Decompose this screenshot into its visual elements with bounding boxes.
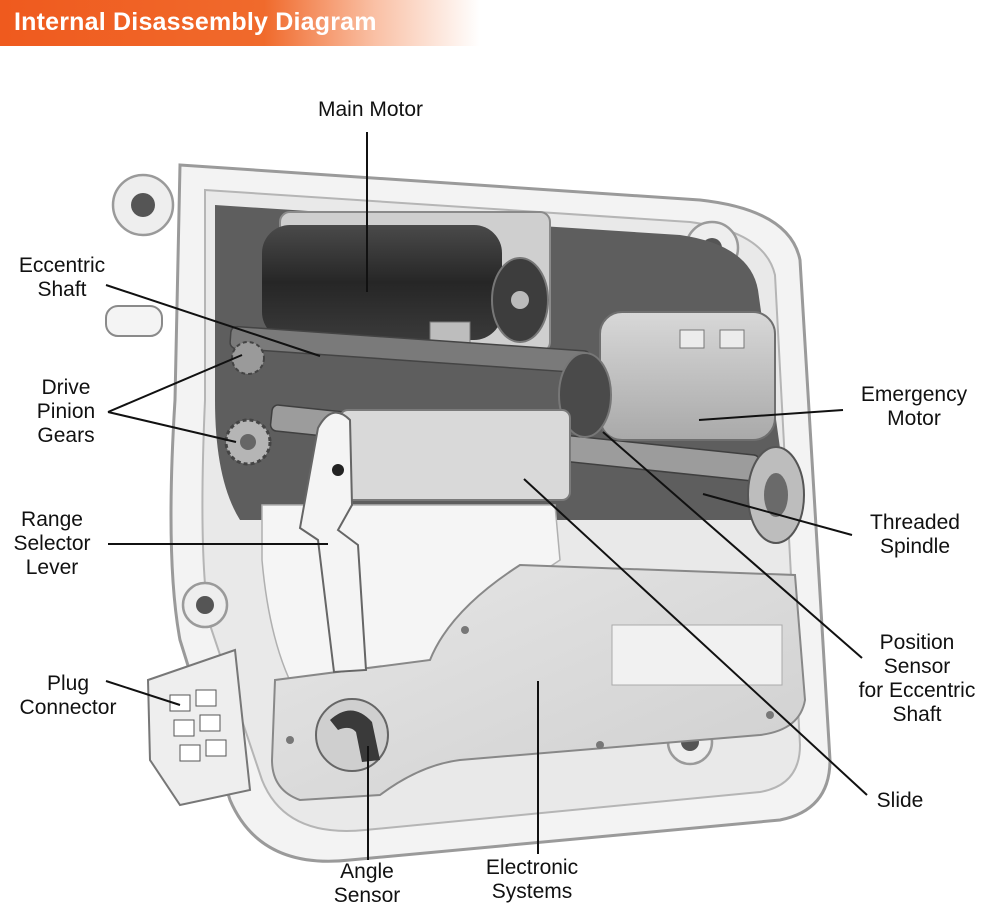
page-title: Internal Disassembly Diagram: [14, 8, 377, 36]
leader-lines: [105, 132, 868, 860]
angle-sensor-part: [315, 698, 389, 772]
label-slide: Slide: [876, 789, 924, 812]
label-position-sensor: Position Sensor for Eccentric Shaft: [858, 631, 976, 726]
emergency-motor-body: [558, 311, 776, 441]
label-plug-connector: Plug Connector: [19, 672, 117, 719]
leader-slide: [523, 478, 868, 796]
label-angle-sensor: Angle Sensor: [333, 860, 401, 907]
pinion-gears: [224, 341, 272, 466]
label-electronic-systems: Electronic Systems: [485, 856, 579, 903]
label-emergency-motor: Emergency Motor: [860, 383, 968, 430]
label-threaded-spindle: Threaded Spindle: [870, 511, 960, 558]
leader-plug: [105, 680, 181, 706]
label-eccentric-shaft: Eccentric Shaft: [18, 254, 106, 301]
main-motor-body: [262, 211, 551, 353]
leader-position-sensor: [602, 431, 863, 659]
label-main-motor: Main Motor: [317, 98, 424, 121]
leader-pinion-lower: [107, 411, 237, 443]
range-selector-lever-part: [298, 411, 368, 674]
leader-eccentric-shaft: [105, 284, 321, 357]
leader-emergency-motor: [698, 409, 844, 421]
leader-spindle: [702, 493, 853, 536]
leader-pinion-upper: [107, 354, 243, 413]
slide-part: [339, 409, 571, 501]
plug-connector-part: [146, 648, 252, 807]
label-drive-pinion-gears: Drive Pinion Gears: [36, 376, 96, 447]
title-banner: Internal Disassembly Diagram: [0, 0, 480, 46]
label-range-selector-lever: Range Selector Lever: [13, 508, 91, 579]
